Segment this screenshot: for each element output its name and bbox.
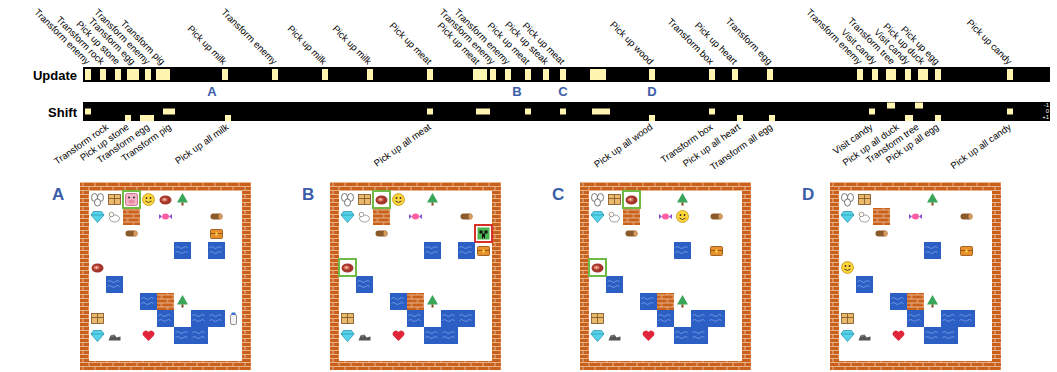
shift-value: +1	[1042, 114, 1049, 121]
event-marker: B	[512, 85, 521, 99]
panel-letter: B	[302, 186, 314, 203]
event-marker: A	[207, 85, 216, 99]
panel-letter: C	[552, 186, 564, 203]
action-label: Pick up all wood	[593, 122, 655, 170]
update-ticks	[85, 69, 1013, 80]
action-label: Pick up all candy	[949, 122, 1013, 171]
action-label: Pick up milk	[285, 23, 328, 66]
action-label: Pick up all milk	[174, 122, 231, 167]
panel-letter: D	[802, 186, 814, 203]
game-panel: B	[330, 182, 501, 370]
action-label: Transform enemy	[219, 7, 279, 67]
event-marker: C	[558, 85, 567, 99]
game-grid	[80, 182, 251, 370]
game-grid	[830, 182, 1001, 370]
panel-letter: A	[52, 186, 64, 203]
action-label: Pick up milk	[185, 23, 228, 66]
update-bar	[83, 67, 1050, 82]
action-label: Pick up milk	[330, 23, 373, 66]
row-heading: Shift	[48, 105, 77, 118]
game-grid	[330, 182, 501, 370]
action-label: Pick up meat	[387, 20, 433, 66]
game-panel: A	[80, 182, 251, 370]
game-panel: D	[830, 182, 1001, 370]
shift-value: 0	[1046, 108, 1049, 115]
shift-bar	[83, 102, 1050, 121]
shift-value: -1	[1044, 102, 1049, 109]
row-heading: Update	[33, 68, 77, 81]
game-grid	[580, 182, 751, 370]
action-label: Pick up all meat	[372, 122, 433, 169]
action-label: Pick up candy	[964, 17, 1013, 66]
timeline-bar: Shift	[83, 102, 1050, 121]
game-panel: C	[580, 182, 751, 370]
action-label: Pick up wood	[608, 19, 655, 66]
event-marker: D	[647, 85, 656, 99]
timeline-bar: Update	[83, 67, 1050, 82]
shift-ticks	[85, 103, 1013, 122]
